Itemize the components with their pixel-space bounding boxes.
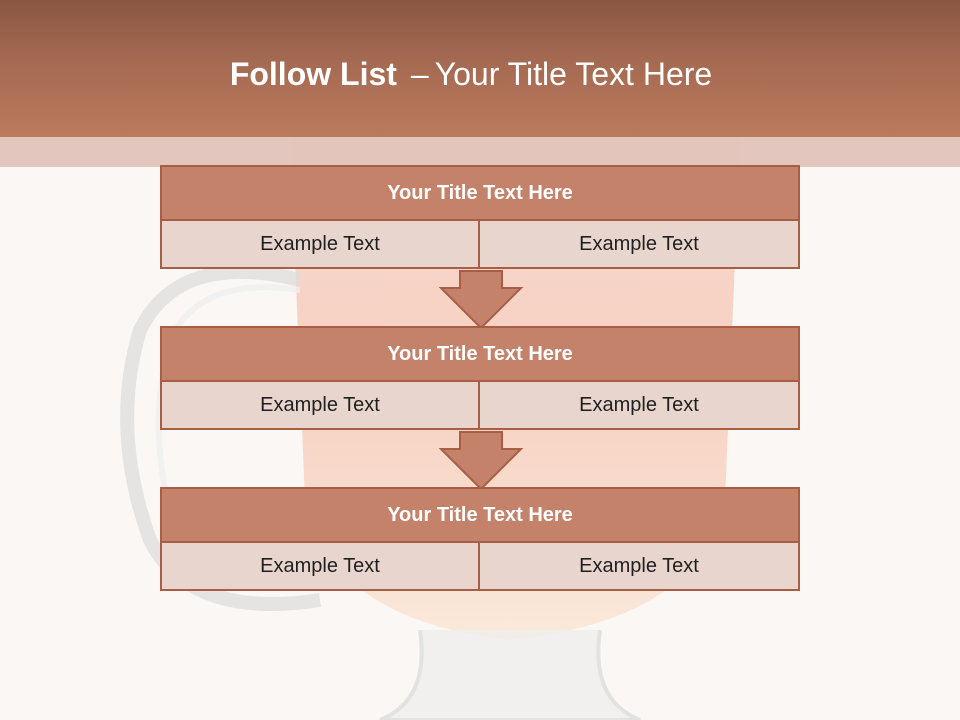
slide-title-main: Follow List [229,56,397,92]
step-1-right-text: Example Text [480,221,800,269]
slide-title: Follow List–Your Title Text Here [0,56,942,93]
title-banner-strip [0,137,960,167]
title-banner [0,0,960,137]
slide-title-rest: Your Title Text Here [434,56,713,92]
down-arrow-icon [438,270,524,330]
step-title-1: Your Title Text Here [160,165,800,221]
step-block-2: Your Title Text Here Example Text Exampl… [160,326,800,430]
slide-title-dash: – [410,56,429,92]
step-3-left-text: Example Text [160,543,480,591]
step-block-3: Your Title Text Here Example Text Exampl… [160,487,800,591]
step-3-right-text: Example Text [480,543,800,591]
step-1-left-text: Example Text [160,221,480,269]
step-2-left-text: Example Text [160,382,480,430]
step-title-3: Your Title Text Here [160,487,800,543]
step-2-right-text: Example Text [480,382,800,430]
step-title-2: Your Title Text Here [160,326,800,382]
down-arrow-icon [438,431,524,491]
step-block-1: Your Title Text Here Example Text Exampl… [160,165,800,269]
